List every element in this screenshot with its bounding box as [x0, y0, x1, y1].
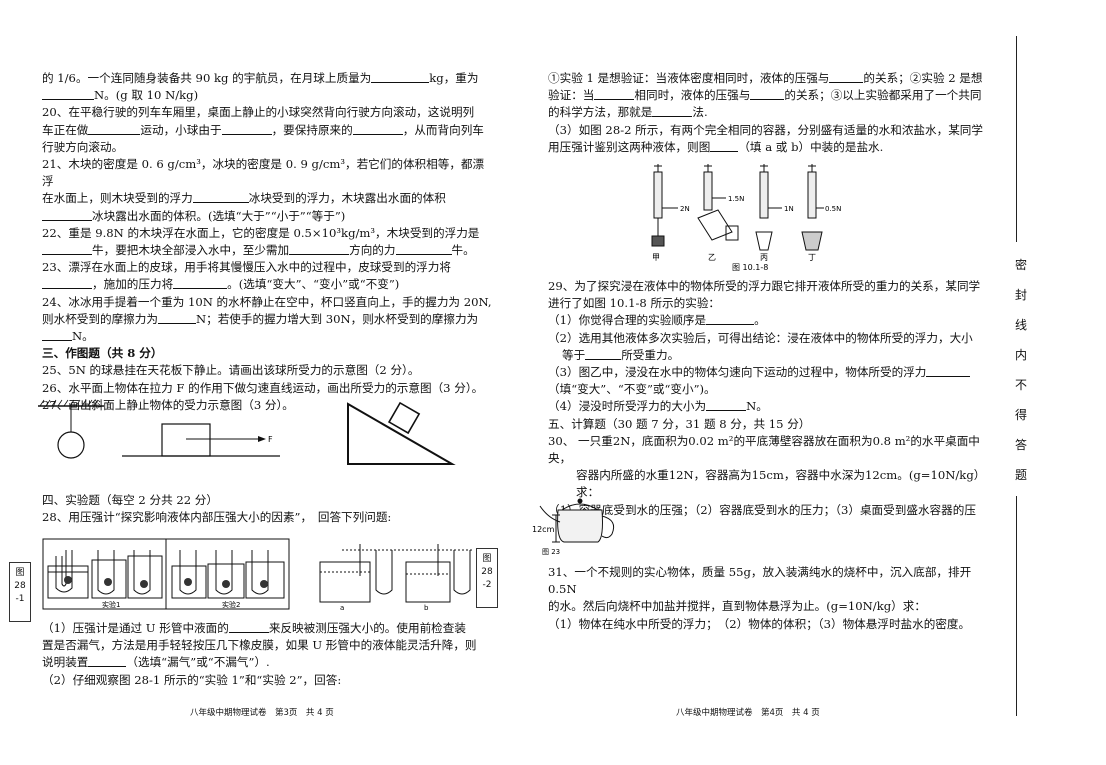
answer-blank[interactable]	[88, 654, 127, 668]
water-depth-label: 12cm	[532, 525, 555, 534]
answer-blank[interactable]	[228, 620, 269, 633]
q28-text: 28、用压强计“探究影响液体内部压强大小的因素”， 回答下列问题:	[42, 510, 392, 525]
answer-blank[interactable]	[42, 87, 94, 101]
q25-text: 25、5N 的球悬挂在天花板下静止。请画出该球所受力的示意图（2 分）。	[42, 363, 420, 378]
fig-28-1-tag: 图 28-1	[9, 562, 31, 622]
q23-text: 23、漂浮在水面上的皮球，用手将其慢慢压入水中的过程中，皮球受到的浮力将	[42, 260, 451, 275]
fig-b-label: b	[424, 604, 429, 612]
answer-blank[interactable]	[750, 87, 785, 101]
svg-text:2N: 2N	[680, 205, 690, 213]
answer-blank[interactable]	[289, 242, 350, 256]
answer-blank[interactable]	[42, 242, 92, 256]
svg-text:丁: 丁	[808, 253, 816, 262]
q27-text: 27、画出斜面上静止物体的受力示意图（3 分）。	[42, 397, 294, 412]
answer-blank[interactable]	[371, 70, 430, 83]
answer-blank[interactable]	[829, 70, 864, 83]
answer-blank[interactable]	[710, 139, 739, 152]
scale-ding	[801, 164, 824, 251]
answer-blank[interactable]	[192, 190, 249, 204]
q24-text: 24、冰冰用手提着一个重为 10N 的水杯静止在空中，杯口竖直向上，手的握力为 …	[42, 294, 492, 309]
force-f-label: F	[268, 435, 273, 444]
svg-text:0.5N: 0.5N	[825, 205, 841, 213]
pressure-gauge-figure: 实验1 实验2 a b	[42, 538, 474, 612]
figure-caption: 图 10.1-8	[732, 263, 768, 272]
binding-line-bottom	[1016, 496, 1017, 716]
page-4-footer: 八年级中期物理试卷 第4页 共 4 页	[676, 708, 820, 718]
page-3-footer: 八年级中期物理试卷 第3页 共 4 页	[190, 708, 334, 718]
svg-text:丙: 丙	[760, 253, 768, 262]
svg-text:1.5N: 1.5N	[728, 195, 744, 203]
block-on-floor-figure: F	[122, 423, 280, 457]
q30-text: 30、 一只重2N，底面积为0.02 m²的平底薄壁容器放在面积为0.8 m²的…	[548, 433, 980, 466]
answer-blank[interactable]	[706, 398, 747, 412]
answer-blank[interactable]	[706, 312, 755, 326]
buoyancy-experiment-figure: 2N 1.5N 1N 0.5N 甲 乙 丙 丁 图 10.1-8	[651, 164, 841, 272]
answer-blank[interactable]	[173, 276, 228, 290]
svg-text:图 23: 图 23	[542, 548, 560, 556]
right-column-q31: 31、一个不规则的实心物体，质量 55g，放入装满纯水的烧杯中，沉入底部，排开 …	[548, 564, 994, 633]
svg-text:1N: 1N	[784, 205, 794, 213]
answer-blank[interactable]	[395, 242, 452, 256]
left-column-lower: 四、实验题（每空 2 分共 22 分） 28、用压强计“探究影响液体内部压强大小…	[42, 492, 494, 526]
answer-blank[interactable]	[42, 328, 72, 342]
q28-continued: （1）压强计是通过 U 形管中液面的来反映被测压强大小的。使用前检查装 置是否漏…	[42, 620, 477, 687]
scale-yi	[697, 164, 739, 241]
q20-text: 20、在平稳行驶的列车车厢里，桌面上静止的小球突然背向行驶方向滚动，这说明列	[42, 105, 475, 120]
scale-jia	[651, 164, 678, 247]
scale-bing	[755, 164, 782, 251]
answer-blank[interactable]	[88, 122, 141, 135]
q19-tail-text: 的 1/6。一个连同随身装备共 90 kg 的宇航员，在月球上质量为	[42, 71, 372, 85]
exp1-label: 实验1	[102, 600, 120, 609]
right-column: ①实验 1 是想验证：当液体密度相同时，液体的压强与的关系；②实验 2 是想 验…	[548, 70, 983, 154]
incline-block-figure	[347, 401, 456, 465]
answer-blank[interactable]	[42, 208, 92, 221]
binding-line-top	[1016, 36, 1017, 242]
answer-blank[interactable]	[652, 104, 693, 118]
answer-blank[interactable]	[42, 276, 92, 290]
fig-a-label: a	[340, 604, 344, 612]
exp2-label: 实验2	[222, 600, 240, 609]
teapot-figure: 12cm 图 23	[532, 498, 615, 556]
force-diagrams: F	[38, 399, 456, 465]
answer-blank[interactable]	[926, 364, 971, 378]
fig-28-2-tag: 图 28-2	[476, 548, 498, 608]
q21-text: 21、木块的密度是 0. 6 g/cm³，冰块的密度是 0. 9 g/cm³，若…	[42, 157, 485, 189]
section-5-heading: 五、计算题（30 题 7 分，31 题 8 分，共 15 分）	[548, 416, 811, 431]
q26-text: 26、水平面上物体在拉力 F 的作用下做匀速直线运动，画出所受力的示意图（3 分…	[42, 380, 484, 395]
q31-text: 31、一个不规则的实心物体，质量 55g，放入装满纯水的烧杯中，沉入底部，排开 …	[548, 565, 972, 597]
q29-text: 29、为了探究浸在液体中的物体所受的浮力跟它排开液体所受的重力的关系，某同学	[548, 279, 981, 293]
svg-text:甲: 甲	[652, 253, 660, 262]
hanging-ball-figure	[38, 399, 104, 459]
answer-blank[interactable]	[352, 122, 403, 135]
answer-blank[interactable]	[157, 311, 196, 324]
answer-blank[interactable]	[594, 87, 635, 101]
section-3-heading: 三、作图题（共 8 分）	[42, 346, 163, 361]
answer-blank[interactable]	[585, 347, 622, 360]
answer-blank[interactable]	[221, 122, 272, 135]
q22-text: 22、重是 9.8N 的木块浮在水面上，它的密度是 0.5×10³kg/m³，木…	[42, 225, 480, 240]
section-4-heading: 四、实验题（每空 2 分共 22 分）	[42, 493, 218, 507]
svg-text:乙: 乙	[708, 253, 716, 262]
